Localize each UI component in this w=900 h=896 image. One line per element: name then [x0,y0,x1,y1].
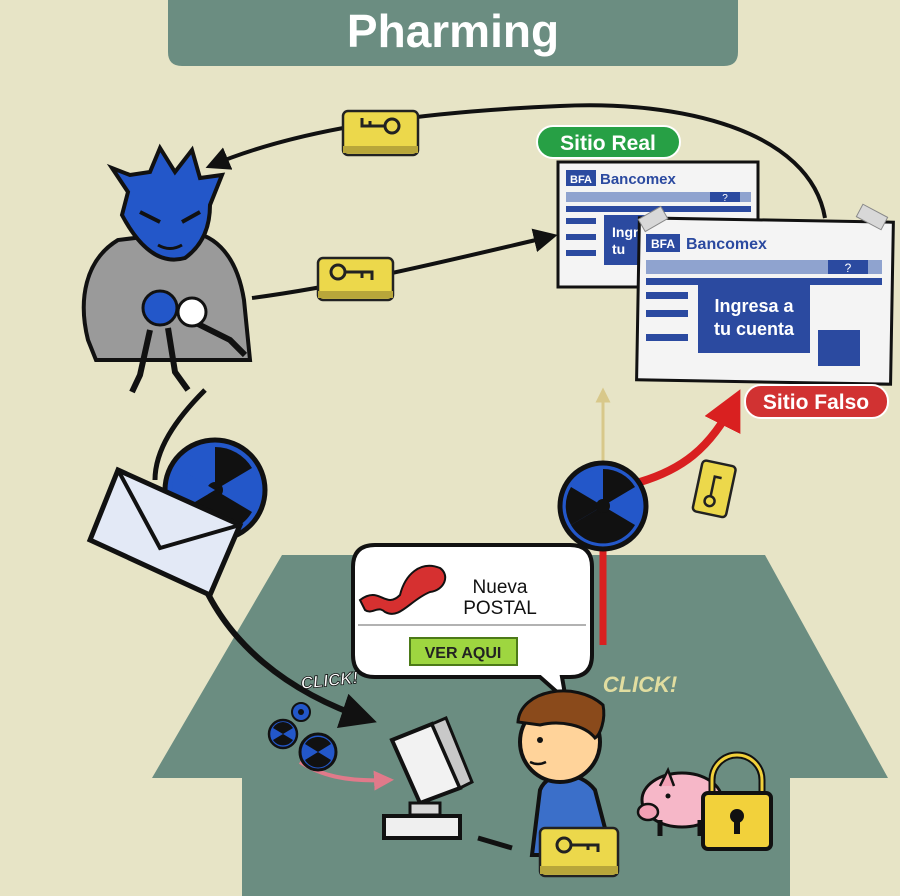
arrow-hacker-to-email [152,388,207,481]
ver-aqui-button[interactable] [409,637,518,666]
arrow-virus-to-fake [638,389,741,486]
virus-icon [267,718,299,750]
padlock-icon [701,751,773,851]
fake-help: ? [845,261,852,275]
arrow-hacker-to-real [251,228,558,300]
arrow-email-to-computer [202,586,377,728]
real-site-label-bg [536,125,681,159]
page-title: Pharming [347,5,559,57]
hacker-icon [81,143,253,394]
virus-icon [298,732,338,772]
key-card-icon [691,459,737,519]
real-help: ? [722,193,728,204]
envelope-icon [86,466,244,599]
click-label-right: CLICK! [603,672,678,697]
virus-icon [291,702,311,722]
key-card-icon [341,109,420,157]
real-brand-badge: BFA [570,174,592,186]
virus-icon [557,460,649,552]
worm-icon [358,565,447,615]
email-popup: Nueva POSTAL VER AQUI [351,543,594,706]
real-site-label: Sitio Real [560,132,656,155]
real-login-line2: tu [612,241,625,257]
arrow-real-to-hacker [205,103,827,219]
computer-icon [382,716,513,851]
fake-brand-badge: BFA [651,237,675,251]
fake-bank-name: Bancomex [686,236,767,253]
popup-line1: Nueva [473,577,528,598]
header-bar [168,0,738,66]
real-bank-name: Bancomex [600,171,677,188]
fake-site-label-bg [744,384,889,419]
key-card-icon [316,256,395,302]
ver-aqui-label: VER AQUI [425,645,502,662]
fake-login-line2: tu cuenta [714,319,795,339]
popup-line2: POSTAL [463,598,537,619]
fake-login-line1: Ingresa a [714,296,794,316]
fake-site-label: Sitio Falso [763,391,869,414]
key-card-icon [538,826,620,878]
fake-site-window: BFA Bancomex ? Ingresa a tu cuenta [635,203,895,386]
